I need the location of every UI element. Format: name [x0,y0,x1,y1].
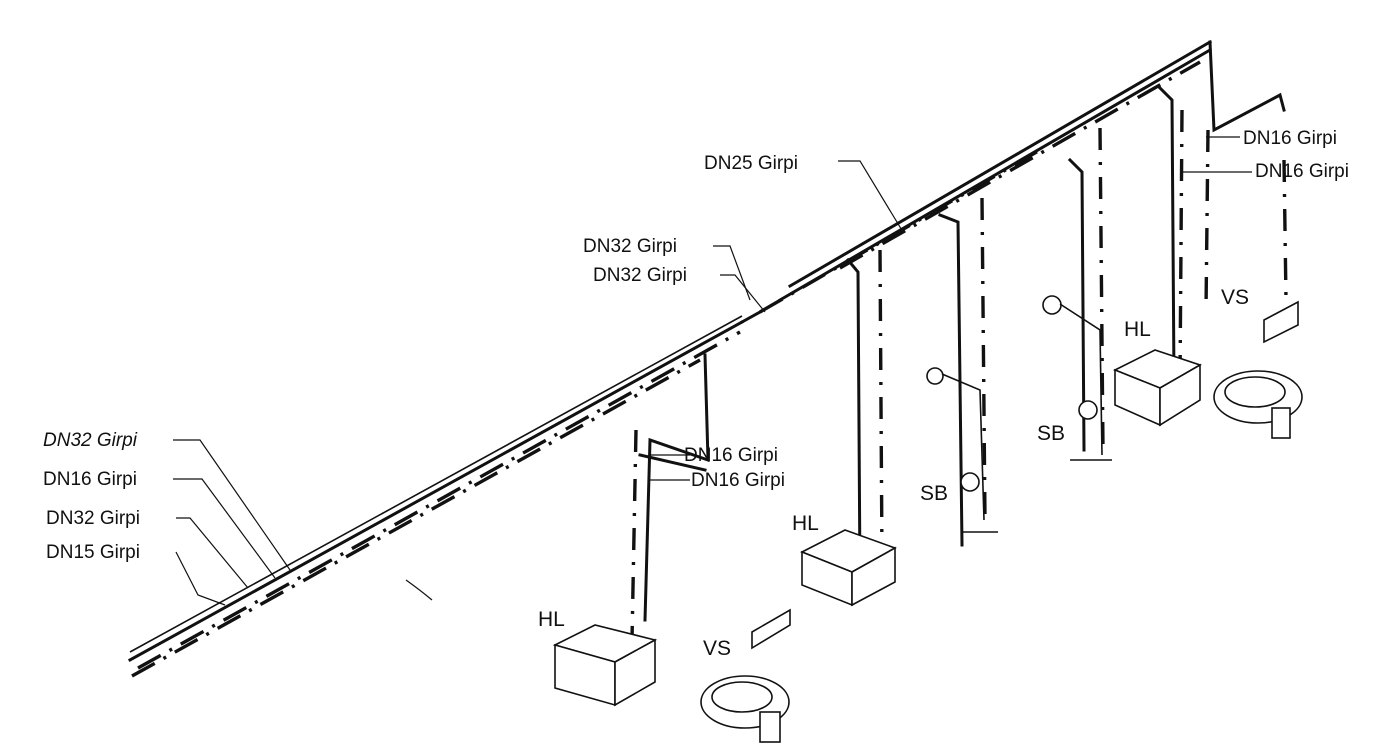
tag-hl-1: HL [538,608,565,631]
tag-hl-2: HL [792,512,819,535]
tag-vs-2: VS [1221,286,1249,309]
label-dn16-center-2: DN16 Girpi [691,470,785,491]
label-dn16-center-1: DN16 Girpi [684,445,778,466]
label-dn25: DN25 Girpi [704,153,798,174]
label-dn32-left-2: DN32 Girpi [46,508,140,529]
label-dn15-left: DN15 Girpi [46,542,140,563]
shower-sb-2 [1042,295,1112,461]
wc-vs-1 [700,608,791,743]
risers [630,85,1176,641]
label-dn32-mid-1: DN32 Girpi [583,236,677,257]
basin-hl-1 [552,624,658,707]
main-pipe-bundle [127,39,1213,678]
tag-hl-3: HL [1124,318,1151,341]
leader-lines [173,136,1252,606]
wc-vs-2 [1213,300,1303,439]
basin-hl-2 [800,529,897,607]
tag-sb-2: SB [1037,422,1065,445]
label-dn16-left: DN16 Girpi [43,469,137,490]
label-dn32-left-1: DN32 Girpi [43,430,138,451]
pipe-labels: DN16 Girpi DN16 Girpi DN25 Girpi DN32 Gi… [43,128,1349,563]
label-dn16-top-1: DN16 Girpi [1243,128,1337,149]
basin-hl-3 [1113,349,1202,427]
stray-stroke [405,579,433,601]
label-dn32-mid-2: DN32 Girpi [593,265,687,286]
top-right-riser [1178,40,1288,381]
fixture-tags: HL VS HL SB SB HL VS [538,286,1249,660]
tag-sb-1: SB [920,482,948,505]
shower-sb-1 [926,367,998,533]
tag-vs-1: VS [703,637,731,660]
label-dn16-top-2: DN16 Girpi [1255,161,1349,182]
